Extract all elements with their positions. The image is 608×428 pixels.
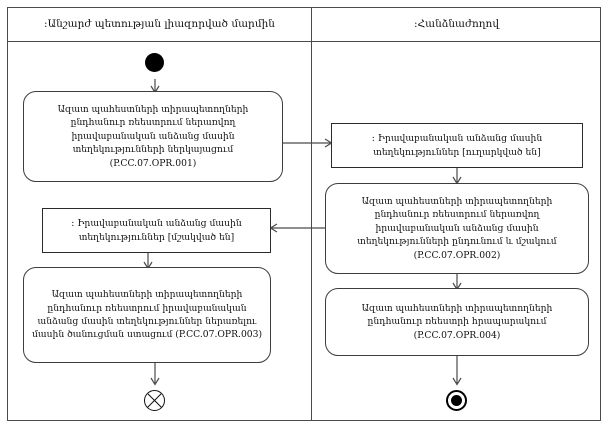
activity-node-opr002[interactable]: Ազատ պահեստների տիրապետողների ընդհանուր … [325,183,589,274]
signal-node-information-sent-label: : Իրավաբանական անձանց մասին տեղեկություն… [371,133,543,158]
activity-node-opr003-label: Ազատ պահեստների տիրապետողների ընդհանուր … [31,289,263,341]
signal-node-information-processed[interactable]: : Իրավաբանական անձանց մասին տեղեկություն… [42,208,271,253]
signal-node-information-processed-label: : Իրավաբանական անձանց մասին տեղեկություն… [71,218,242,243]
initial-node[interactable] [145,53,164,72]
flow-final-node[interactable] [144,390,165,411]
activity-node-opr001[interactable]: Ազատ պահեստների տիրապետողների ընդհանուր … [23,91,283,182]
signal-node-information-sent[interactable]: : Իրավաբանական անձանց մասին տեղեկություն… [331,123,583,168]
swimlane-header-divider [7,41,601,42]
swimlane-title-authority: :Անշարժ պետության լիազորված մարմին [44,18,275,30]
swimlane-vertical-divider [311,7,312,421]
activity-final-node[interactable] [446,390,467,411]
activity-node-opr004-label: Ազատ պահեստների տիրապետողների ընդհանուր … [361,302,553,341]
activity-node-opr003[interactable]: Ազատ պահեստների տիրապետողների ընդհանուր … [23,267,271,363]
activity-node-opr002-label: Ազատ պահեստների տիրապետողների ընդհանուր … [357,196,557,261]
activity-node-opr004[interactable]: Ազատ պահեստների տիրապետողների ընդհանուր … [325,288,589,356]
activity-node-opr001-label: Ազատ պահեստների տիրապետողների ընդհանուր … [57,104,249,169]
swimlane-title-commission: :Հանձնաժողով [414,18,499,30]
